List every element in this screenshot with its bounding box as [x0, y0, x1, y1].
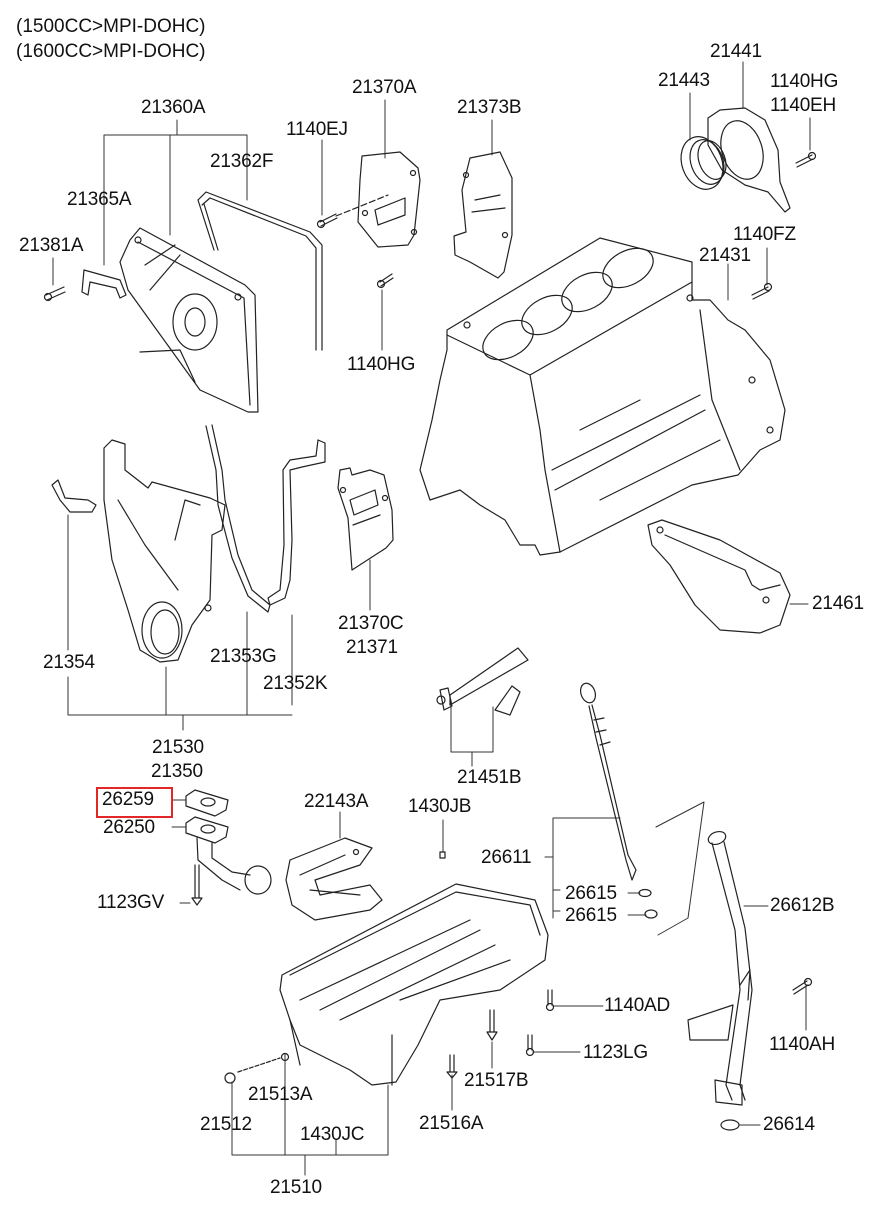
bolt-1140FZ-icon: [751, 282, 773, 300]
bolt-1140AH-icon: [792, 977, 813, 995]
bolt-1123GV-icon: [191, 864, 203, 906]
bracket-21370A-icon: [357, 151, 421, 248]
part-label[interactable]: 26615: [565, 905, 617, 926]
bolt-1140HG-icon: [376, 273, 394, 289]
part-label[interactable]: 26614: [763, 1114, 815, 1135]
bolt-1123LG-icon: [525, 1034, 535, 1057]
part-label[interactable]: 1140HG: [770, 71, 839, 92]
part-label[interactable]: 22143A: [304, 791, 369, 812]
part-label[interactable]: 21517B: [464, 1070, 529, 1091]
upper-timing-cover-21360A-icon: [119, 227, 259, 413]
gasket-21353G-icon: [205, 424, 271, 613]
drain-plug-21512-icon: [224, 1052, 290, 1084]
part-label[interactable]: 21370A: [352, 77, 417, 98]
leader-lines: [52, 61, 811, 1176]
sealant-tube-21451B-icon: [436, 647, 529, 716]
part-label[interactable]: 21370C: [338, 613, 404, 634]
cover-21461-icon: [647, 519, 791, 634]
highlight-box: [96, 787, 173, 818]
bolt-1140EH-icon: [795, 151, 817, 168]
o-ring-26614-icon: [720, 1119, 740, 1131]
part-label[interactable]: 1430JB: [408, 796, 472, 817]
part-label[interactable]: 21352K: [263, 673, 328, 694]
gasket-21362F-icon: [197, 191, 323, 351]
part-label[interactable]: 1140EJ: [286, 119, 348, 140]
part-label[interactable]: 1140EH: [770, 95, 837, 116]
oil-pan-21510-icon: [279, 883, 549, 1086]
lower-timing-cover-21350-icon: [103, 439, 226, 663]
bolt-1140AD-icon: [545, 989, 555, 1012]
part-label[interactable]: 1140FZ: [733, 224, 796, 245]
part-label[interactable]: 1430JC: [300, 1124, 365, 1145]
part-label[interactable]: 21353G: [210, 646, 277, 667]
bolt-1140EJ-icon: [316, 194, 389, 229]
seal-case-21441-icon: [707, 107, 791, 213]
engine-variant-1500cc: (1500CC>MPI-DOHC): [16, 16, 206, 37]
bolt-21517B-icon: [486, 1009, 498, 1041]
oil-strainer-26250-icon: [185, 816, 272, 895]
part-label[interactable]: 21443: [658, 70, 710, 91]
part-label[interactable]: 21350: [151, 761, 203, 782]
part-label[interactable]: 21381A: [19, 235, 84, 256]
dipstick-26611-icon: [579, 682, 637, 881]
part-label[interactable]: 1123LG: [583, 1042, 649, 1063]
part-label[interactable]: 26615: [565, 883, 617, 904]
part-label[interactable]: 1140AH: [769, 1034, 836, 1055]
part-label[interactable]: 21451B: [457, 767, 522, 788]
part-label[interactable]: 21362F: [210, 151, 274, 172]
oil-seal-21443-icon: [680, 136, 727, 190]
part-label[interactable]: 1140AD: [604, 995, 671, 1016]
part-label[interactable]: 21441: [710, 41, 762, 62]
bracket-21373B-icon: [453, 151, 513, 279]
part-label[interactable]: 21461: [812, 593, 864, 614]
part-label-highlighted[interactable]: 26259: [102, 789, 154, 810]
assembly-outline: [655, 801, 705, 936]
part-label[interactable]: 26612B: [770, 895, 835, 916]
gasket-21352K-icon: [267, 439, 326, 606]
baffle-22143A-icon: [285, 837, 383, 921]
plug-1430JB-icon: [439, 851, 446, 859]
part-label[interactable]: 21431: [699, 245, 751, 266]
part-label[interactable]: 1140HG: [347, 354, 416, 375]
part-label[interactable]: 21513A: [248, 1084, 313, 1105]
gasket-26259-icon: [185, 789, 229, 817]
part-label[interactable]: 26611: [481, 847, 532, 868]
part-label[interactable]: 21516A: [419, 1113, 484, 1134]
seal-21365A-icon: [81, 269, 127, 299]
guide-tube-26612B-icon: [687, 830, 753, 1106]
bolt-21516A-icon: [446, 1054, 458, 1079]
part-label[interactable]: 1123GV: [97, 892, 165, 913]
part-label[interactable]: 21530: [152, 737, 204, 758]
bracket-21370C-icon: [337, 467, 394, 571]
part-label[interactable]: 26250: [103, 817, 155, 838]
part-label[interactable]: 21360A: [141, 97, 206, 118]
part-label[interactable]: 21512: [200, 1114, 252, 1135]
part-label[interactable]: 21354: [43, 652, 95, 673]
engine-variant-1600cc: (1600CC>MPI-DOHC): [16, 41, 206, 62]
cylinder-block-21431-icon: [419, 237, 786, 556]
part-label[interactable]: 21373B: [457, 97, 522, 118]
part-label[interactable]: 21510: [270, 1177, 322, 1198]
o-ring-26615-icon: [638, 888, 658, 919]
part-label[interactable]: 21371: [346, 637, 398, 658]
bolt-21381A-icon: [43, 286, 66, 302]
part-label[interactable]: 21365A: [67, 189, 132, 210]
bracket-21354-icon: [51, 479, 97, 513]
